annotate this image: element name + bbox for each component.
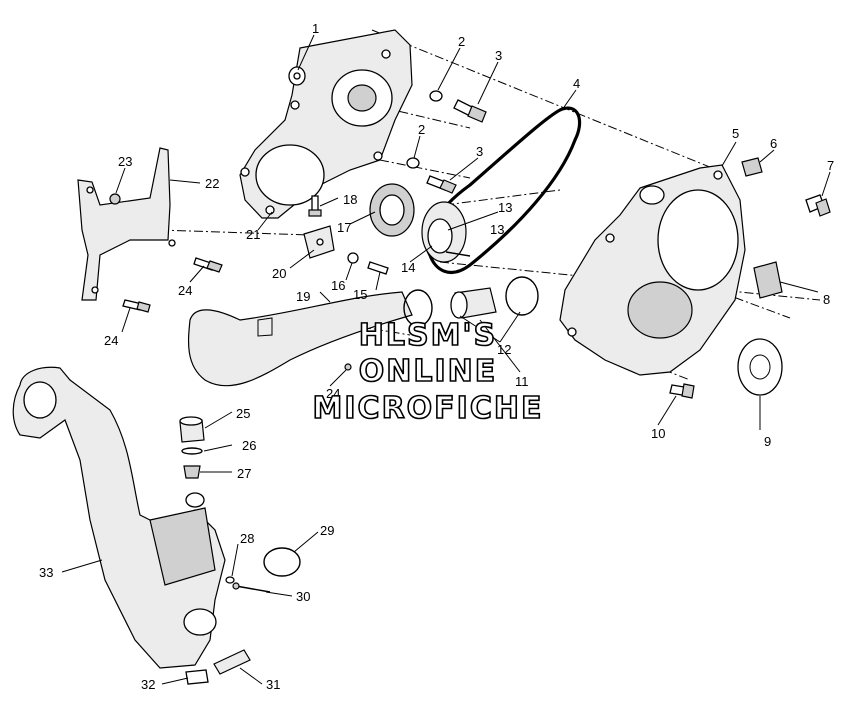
gasket-9 <box>737 338 783 396</box>
label-13: 13 <box>490 222 504 237</box>
label-27: 27 <box>237 466 251 481</box>
washer-1 <box>288 66 306 86</box>
label-26: 26 <box>242 438 256 453</box>
watermark-line-2: ONLINE <box>359 354 498 389</box>
label-2: 2 <box>418 122 425 137</box>
watermark-line-1: HLSM'S <box>359 318 497 353</box>
bolt-15 <box>367 261 389 275</box>
washer-16 <box>347 252 359 264</box>
label-12: 12 <box>497 342 511 357</box>
label-1: 1 <box>312 21 319 36</box>
inner-cover-plate <box>239 29 413 219</box>
label-6: 6 <box>770 136 777 151</box>
washer-28 <box>225 576 235 584</box>
leader-lines <box>61 34 831 685</box>
label-25: 25 <box>236 406 250 421</box>
label-16: 16 <box>331 278 345 293</box>
label-3: 3 <box>476 144 483 159</box>
bolt-10 <box>669 383 695 399</box>
drive-belt <box>425 106 582 274</box>
label-17: 17 <box>337 220 351 235</box>
screw-30 <box>232 582 271 593</box>
label-24: 24 <box>178 283 192 298</box>
watermark-line-3: MICROFICHE <box>313 391 544 426</box>
bolt-7 <box>805 194 831 217</box>
washer-2-upper <box>429 90 443 102</box>
label-24: 24 <box>104 333 118 348</box>
clamp-12-right <box>505 276 539 316</box>
label-24: 24 <box>326 386 340 401</box>
label-29: 29 <box>320 523 334 538</box>
outer-clutch-cover <box>559 164 746 376</box>
label-32: 32 <box>141 677 155 692</box>
decal-8 <box>753 261 783 299</box>
label-33: 33 <box>39 565 53 580</box>
fitting-27 <box>183 465 201 479</box>
screw-24-lower <box>344 363 352 371</box>
label-18: 18 <box>343 192 357 207</box>
label-5: 5 <box>732 126 739 141</box>
label-10: 10 <box>651 426 665 441</box>
bolt-18 <box>308 195 322 217</box>
screw-24-upper <box>193 257 223 273</box>
label-7: 7 <box>827 158 834 173</box>
label-3: 3 <box>495 48 502 63</box>
label-19: 19 <box>296 289 310 304</box>
label-9: 9 <box>764 434 771 449</box>
o-ring-26 <box>181 447 203 455</box>
washer-2-lower <box>406 157 420 169</box>
label-23: 23 <box>118 154 132 169</box>
watermark: HLSM'S ONLINE MICROFICHE <box>312 317 544 427</box>
label-15: 15 <box>353 287 367 302</box>
screw-24-left <box>122 299 151 313</box>
label-8: 8 <box>823 292 830 307</box>
plug-32 <box>185 669 209 685</box>
label-13: 13 <box>498 200 512 215</box>
label-22: 22 <box>205 176 219 191</box>
clamp-12-left <box>403 289 433 327</box>
bolt-3-upper <box>453 99 487 123</box>
label-28: 28 <box>240 531 254 546</box>
part-labels: 1 2 3 4 2 3 5 6 7 8 9 10 11 12 13 13 14 … <box>39 21 834 692</box>
tube-31 <box>213 649 251 675</box>
sleeve-11 <box>450 287 497 319</box>
bracket-20 <box>303 225 335 259</box>
exhaust-duct-33 <box>12 366 226 669</box>
intake-duct-19 <box>187 291 413 387</box>
label-21: 21 <box>246 227 260 242</box>
drive-pulley <box>421 201 471 263</box>
bolt-3-lower <box>426 175 457 194</box>
label-30: 30 <box>296 589 310 604</box>
label-14: 14 <box>401 260 415 275</box>
clip-6 <box>741 157 763 177</box>
bolt-23 <box>109 193 121 205</box>
seal-ring <box>369 183 415 237</box>
label-4: 4 <box>573 76 580 91</box>
label-20: 20 <box>272 266 286 281</box>
clamp-29 <box>263 547 301 577</box>
label-2: 2 <box>458 34 465 49</box>
label-31: 31 <box>266 677 280 692</box>
mount-bracket-22 <box>77 147 176 301</box>
cap-25 <box>179 416 205 443</box>
label-11: 11 <box>515 374 529 389</box>
